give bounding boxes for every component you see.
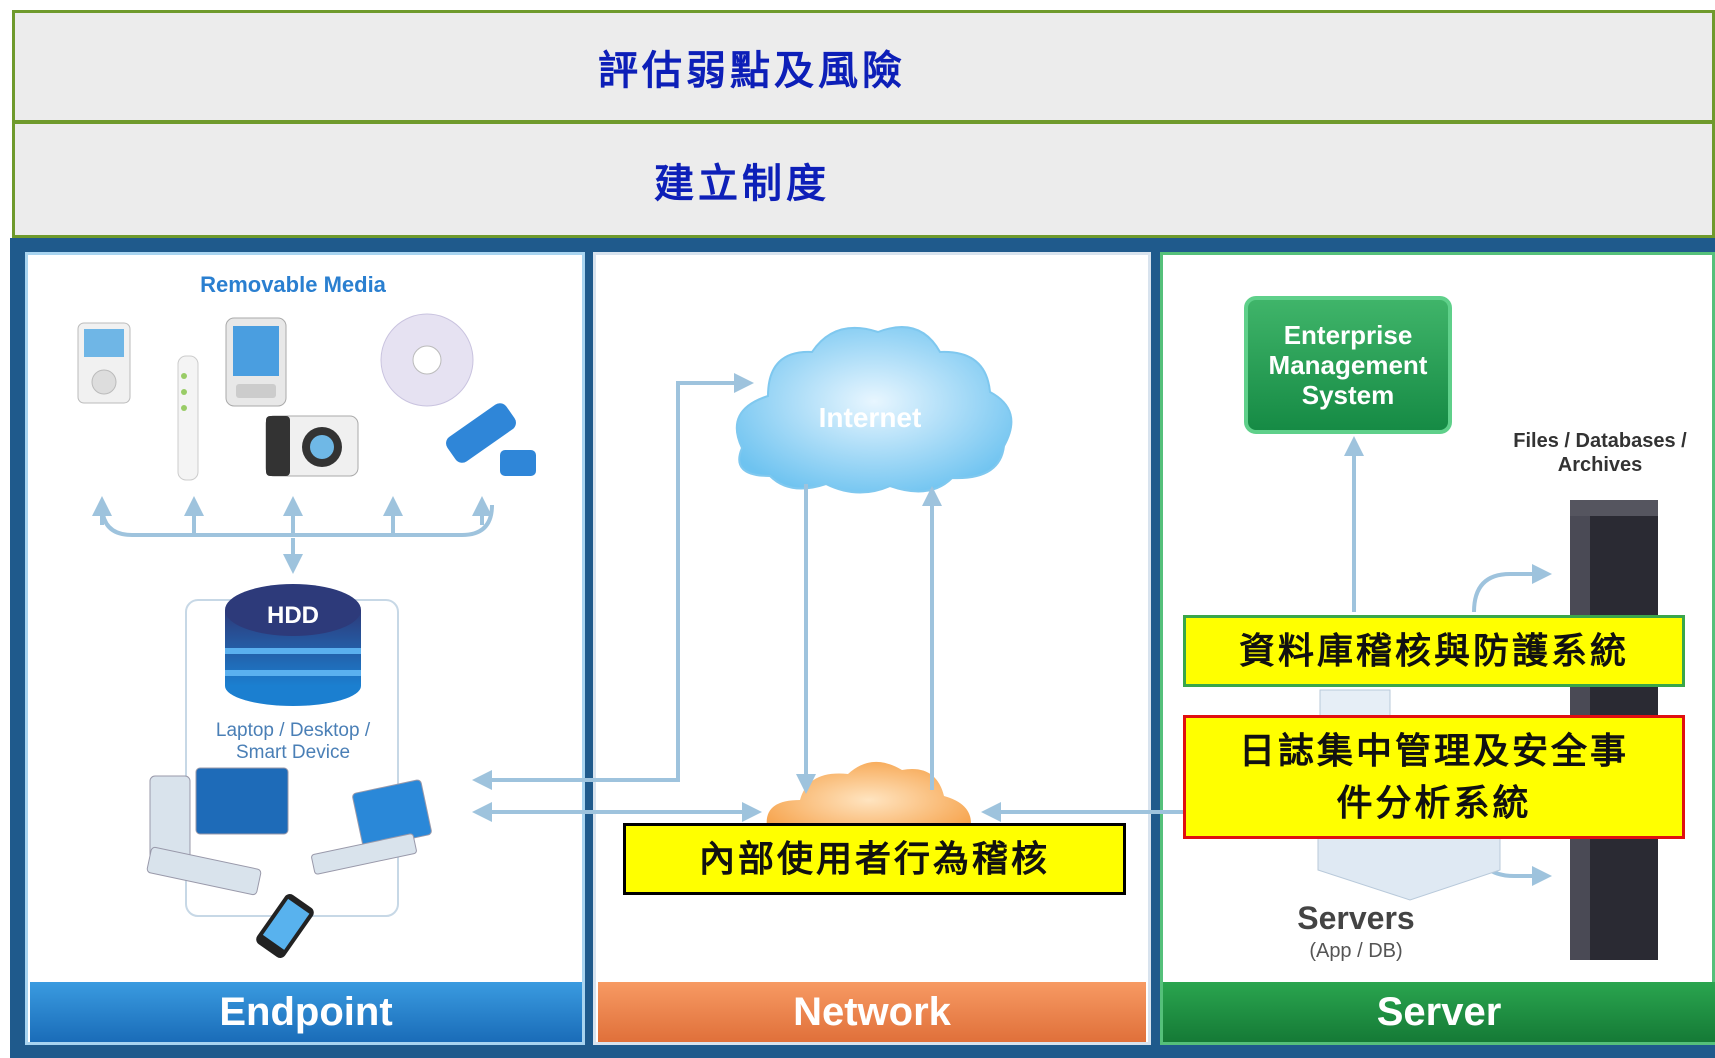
network-footer: Network xyxy=(598,982,1146,1042)
ems-label-line3: System xyxy=(1301,380,1395,410)
device-caption-line2: Smart Device xyxy=(235,742,351,763)
header-band-risk: 評估弱點及風險 xyxy=(12,10,1715,123)
servers-label: Servers xyxy=(1297,900,1415,936)
smartphone-icon xyxy=(256,894,314,958)
internet-cloud-icon xyxy=(735,326,1013,494)
user-behavior-audit-callout: 內部使用者行為稽核 xyxy=(623,823,1126,895)
ems-label-line2: Management xyxy=(1268,350,1428,380)
mp3-player-icon xyxy=(77,322,131,404)
camera-icon xyxy=(265,415,359,477)
hdd-icon xyxy=(225,584,361,706)
db-audit-callout: 資料庫稽核與防護系統 xyxy=(1183,615,1685,687)
flash-drive-icon xyxy=(446,403,536,476)
risk-assessment-title: 評估弱點及風險 xyxy=(598,46,906,94)
servers-sublabel: (App / DB) xyxy=(1309,940,1403,962)
media-connector-arrows xyxy=(92,496,494,574)
header-band-policy: 建立制度 xyxy=(12,121,1715,238)
desktop-computer-icon xyxy=(146,767,289,896)
ems-box xyxy=(1244,296,1452,434)
internal-network-cloud-icon xyxy=(766,761,971,838)
device-caption-line1: Laptop / Desktop / xyxy=(215,720,371,741)
ems-label-line1: Enterprise xyxy=(1283,320,1413,350)
internet-label: Internet xyxy=(818,402,922,433)
log-management-callout-text: 日誌集中管理及安全事件分析系統 xyxy=(1238,730,1629,824)
log-management-callout: 日誌集中管理及安全事件分析系統 xyxy=(1183,715,1685,839)
laptop-icon xyxy=(311,779,432,875)
network-connector-arrows xyxy=(472,373,1185,822)
server-footer: Server xyxy=(1163,982,1715,1042)
files-label-line1: Files / Databases / xyxy=(1513,430,1687,452)
files-label-line2: Archives xyxy=(1557,454,1643,476)
cd-disc-icon xyxy=(380,313,474,407)
policy-title: 建立制度 xyxy=(654,159,830,207)
hdd-label: HDD xyxy=(267,602,319,629)
removable-media-label: Removable Media xyxy=(200,272,386,297)
endpoint-footer: Endpoint xyxy=(30,982,582,1042)
pda-icon xyxy=(225,317,287,407)
usb-stick-icon xyxy=(177,355,199,481)
